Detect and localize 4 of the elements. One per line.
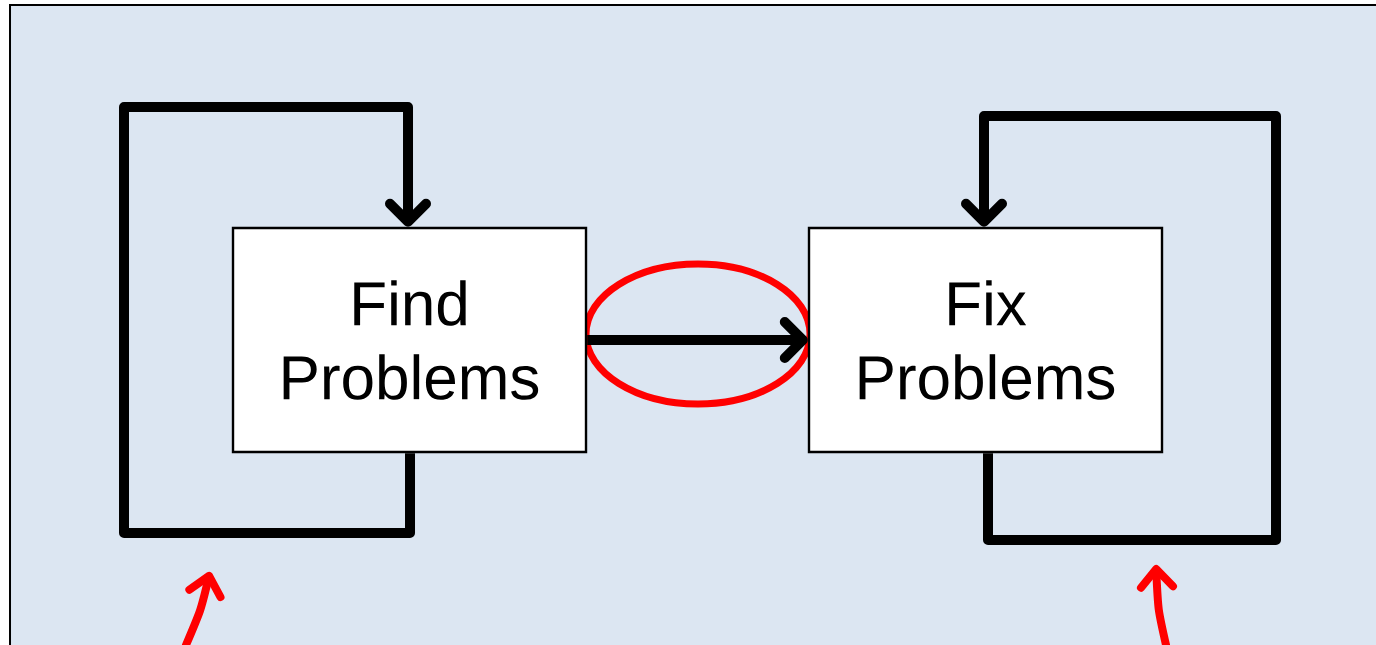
arrow	[119, 102, 431, 538]
arrow	[961, 111, 1281, 545]
process-box: Fix Problems	[807, 226, 1164, 454]
process-box: Find Problems	[231, 226, 588, 454]
